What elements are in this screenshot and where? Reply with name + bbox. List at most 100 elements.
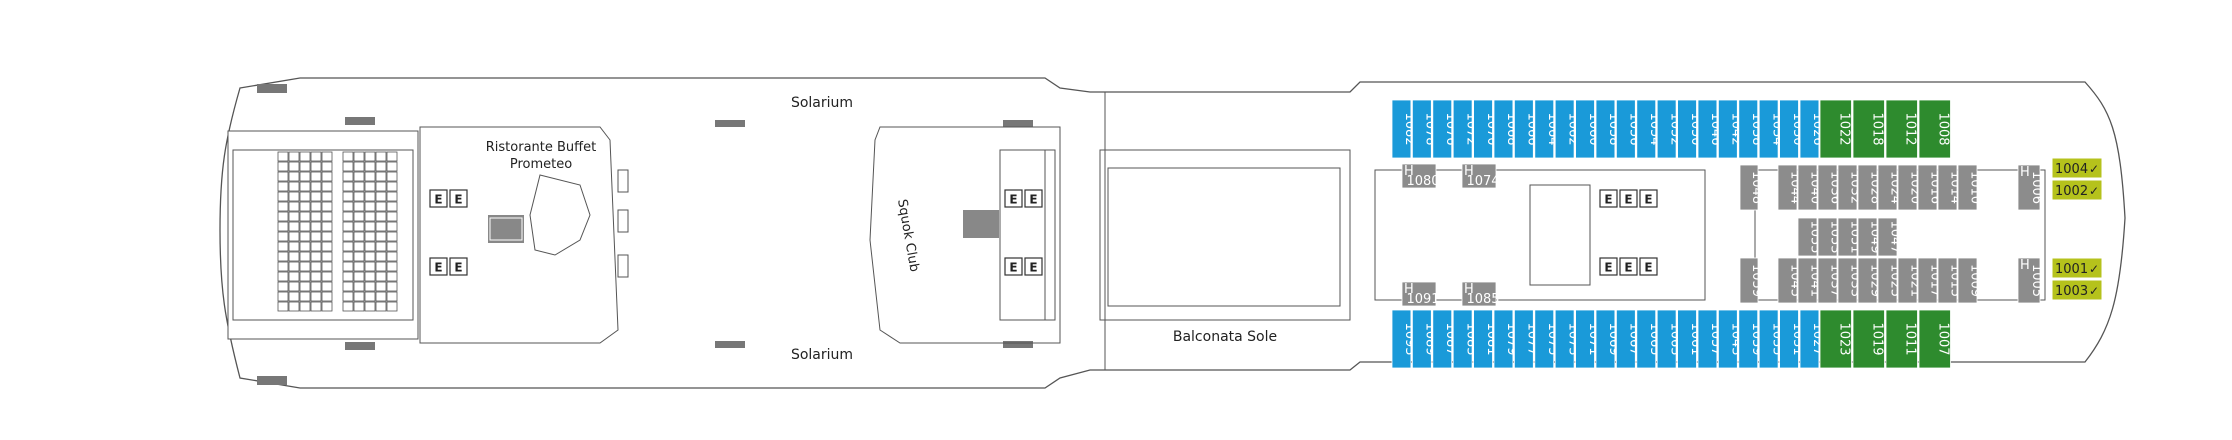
cabin-box <box>1758 309 1779 369</box>
seat <box>299 181 311 192</box>
elevator-icon: E <box>1024 257 1043 276</box>
cabin-box <box>1799 309 1820 369</box>
cabin-box <box>1837 164 1858 211</box>
cabin-number: 1074 <box>1466 174 1499 189</box>
cabin-box <box>1738 99 1759 159</box>
cabin-box <box>1697 309 1718 369</box>
cabin-number: 1005 <box>2029 264 2044 297</box>
seat <box>310 231 322 242</box>
cabin-1082[interactable]: 1082 <box>1391 99 1417 159</box>
seat <box>342 221 354 232</box>
seat <box>375 181 387 192</box>
seat <box>375 251 387 262</box>
cabin-1008[interactable]: 1008 <box>1918 99 1951 159</box>
seat <box>353 221 365 232</box>
cabin-1022[interactable]: 1022 <box>1819 99 1852 159</box>
cabin-1009[interactable]: 1009 <box>1957 257 1983 304</box>
seat <box>386 151 398 162</box>
buffet-label-line2: Prometeo <box>510 157 572 172</box>
seat <box>321 281 333 292</box>
cabin-box <box>1432 99 1453 159</box>
seat <box>310 151 322 162</box>
cabin-1018[interactable]: 1018 <box>1852 99 1885 159</box>
grand-suite-1002[interactable]: 1002✓ <box>2051 179 2103 201</box>
seat <box>277 231 289 242</box>
seat <box>364 271 376 282</box>
seat <box>342 211 354 222</box>
seat <box>353 151 365 162</box>
cabin-1023[interactable]: 1023 <box>1819 309 1852 369</box>
seat <box>364 301 376 312</box>
seat <box>310 201 322 212</box>
elevator-icon: E <box>449 257 468 276</box>
grand-suite-1004[interactable]: 1004✓ <box>2051 157 2103 179</box>
cabin-box <box>2017 164 2041 211</box>
elevator-icon: E <box>449 189 468 208</box>
cabin-1047[interactable]: 1047 <box>1877 217 1903 257</box>
seat <box>353 281 365 292</box>
cabin-1012[interactable]: 1012 <box>1885 99 1918 159</box>
cabin-box <box>1656 99 1677 159</box>
cabin-box <box>1461 163 1497 189</box>
cabin-box <box>1739 257 1759 304</box>
aft-seating-area <box>227 130 419 340</box>
cabin-box <box>1575 99 1595 159</box>
seat <box>386 261 398 272</box>
cabin-box <box>1461 281 1497 307</box>
cabin-1059[interactable]: 1059 <box>1739 257 1764 304</box>
grand-suite-1003[interactable]: 1003✓ <box>2051 279 2103 301</box>
buffet-label-line1: Ristorante Buffet <box>486 140 596 155</box>
cabin-number: 1080 <box>1406 174 1439 189</box>
seat <box>321 301 333 312</box>
seat <box>375 161 387 172</box>
cabin-box <box>1554 309 1575 369</box>
cabin-number: 1085 <box>1466 292 1499 307</box>
cabin-1011[interactable]: 1011 <box>1885 309 1918 369</box>
cabin-number: 1001 <box>2055 262 2088 277</box>
seat <box>321 221 333 232</box>
seat <box>386 281 398 292</box>
cabin-box <box>1739 164 1759 211</box>
grand-suite-1001[interactable]: 1001✓ <box>2051 257 2103 279</box>
cabin-1049[interactable]: 1049 <box>1857 217 1883 257</box>
elevator-letter: E <box>454 261 462 275</box>
cabin-box <box>1575 309 1595 369</box>
seat <box>342 191 354 202</box>
cabin-box <box>1877 217 1898 257</box>
seat <box>310 291 322 302</box>
seat <box>310 171 322 182</box>
cabin-number: 1011 <box>1903 322 1918 355</box>
seat <box>386 301 398 312</box>
seat <box>386 251 398 262</box>
cabin-box <box>1718 99 1738 159</box>
seat <box>288 291 300 302</box>
check-mark: ✓ <box>2089 284 2099 298</box>
seat <box>321 291 333 302</box>
cabin-1048[interactable]: 1048 <box>1739 164 1764 211</box>
cabin-box <box>1857 217 1878 257</box>
seat <box>342 251 354 262</box>
seat <box>353 301 365 312</box>
cabin-1007[interactable]: 1007 <box>1918 309 1951 369</box>
seat <box>299 241 311 252</box>
seat <box>353 201 365 212</box>
cabin-1010[interactable]: 1010 <box>1957 164 1983 211</box>
seat <box>386 211 398 222</box>
seat <box>364 251 376 262</box>
seat <box>364 291 376 302</box>
seat <box>321 241 333 252</box>
seat <box>364 231 376 242</box>
cabin-1019[interactable]: 1019 <box>1852 309 1885 369</box>
cabin-box <box>1957 164 1978 211</box>
seat <box>288 151 300 162</box>
balconata-sole-area <box>1099 92 1351 370</box>
